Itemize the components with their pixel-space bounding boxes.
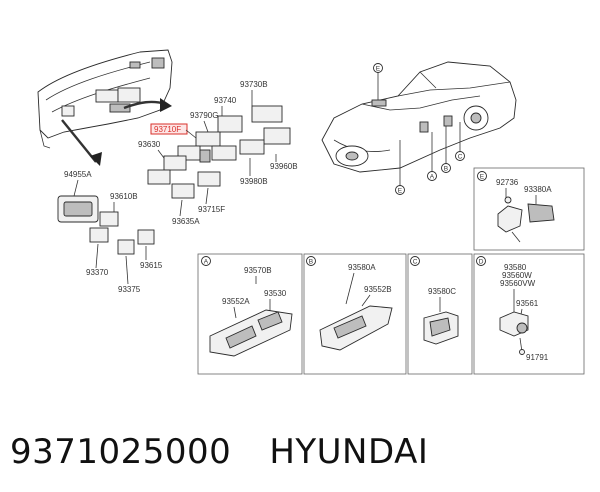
panel-b-letter: B: [309, 258, 313, 265]
panel-a: A 93570B 93552A 93530: [197, 253, 303, 375]
label-94955A: 94955A: [64, 170, 92, 179]
label-93560VW: 93560VW: [500, 279, 536, 288]
label-93580C: 93580C: [428, 287, 456, 296]
car-callout-a: A: [430, 173, 435, 180]
label-93630: 93630: [138, 140, 161, 149]
label-93960B: 93960B: [270, 162, 298, 171]
panel-c-letter: C: [413, 258, 418, 265]
brand-name: HYUNDAI: [269, 432, 429, 472]
car-callout-e-bottom: E: [398, 187, 403, 194]
highlight-box: [150, 123, 188, 135]
car-callout-b: B: [444, 165, 448, 172]
label-92736: 92736: [496, 178, 519, 187]
label-93530: 93530: [264, 289, 287, 298]
label-93570B: 93570B: [244, 266, 272, 275]
label-93730B: 93730B: [240, 80, 268, 89]
panel-c: C 93580C: [407, 253, 473, 375]
label-93635A: 93635A: [172, 217, 200, 226]
label-93980B: 93980B: [240, 177, 268, 186]
parts-diagram: 94955A 93610B 93370 93615 93375 93730B 9…: [37, 49, 585, 375]
car-callout-e-top: E: [376, 65, 381, 72]
center-vent-switch-group: 94955A 93610B 93370 93615 93375: [57, 170, 163, 294]
label-93740: 93740: [214, 96, 237, 105]
label-93710F: 93710F: [154, 125, 181, 134]
center-switch-group: 93730B 93740 93790G 93710F 93630 93960B …: [138, 80, 298, 226]
label-93580: 93580: [504, 263, 527, 272]
part-number: 9371025000: [10, 432, 232, 472]
panel-d: D 93580 93560W 93560VW 93561 91791: [473, 253, 585, 375]
label-93560W: 93560W: [502, 271, 532, 280]
panel-a-letter: A: [204, 258, 209, 265]
panel-e: E 92736 93380A: [473, 167, 585, 251]
label-91791: 91791: [526, 353, 549, 362]
label-93580A: 93580A: [348, 263, 376, 272]
panel-b: B 93580A 93552B: [303, 253, 407, 375]
car-callout-c: C: [458, 153, 463, 160]
car-illustration: E E A B C: [321, 61, 517, 195]
label-93615: 93615: [140, 261, 163, 270]
label-93375: 93375: [118, 285, 141, 294]
label-93610B: 93610B: [110, 192, 138, 201]
dashboard-illustration: [37, 49, 173, 166]
label-93370: 93370: [86, 268, 109, 277]
label-93561: 93561: [516, 299, 539, 308]
label-93790G: 93790G: [190, 111, 218, 120]
label-93715F: 93715F: [198, 205, 225, 214]
panel-d-letter: D: [479, 258, 484, 265]
label-93552B: 93552B: [364, 285, 392, 294]
panel-e-letter: E: [480, 173, 485, 180]
label-93552A: 93552A: [222, 297, 250, 306]
part-caption: 9371025000 HYUNDAI: [10, 428, 590, 476]
label-93380A: 93380A: [524, 185, 552, 194]
